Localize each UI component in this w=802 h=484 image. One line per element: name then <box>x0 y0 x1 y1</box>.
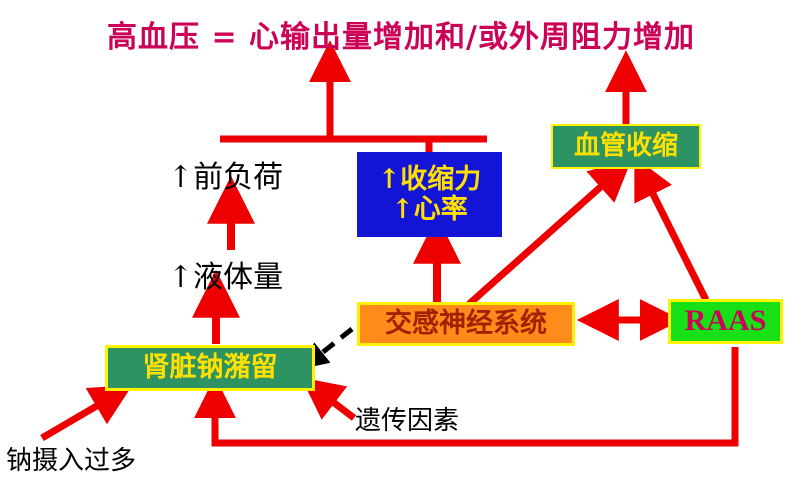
node-renal-sodium-retention: 肾脏钠潴留 <box>105 345 315 391</box>
node-sympathetic-nervous-system: 交感神经系统 <box>357 302 575 346</box>
connector-raas-feedback-to-kidney <box>194 347 739 447</box>
node-contractility-line1: ↑收缩力 <box>377 164 482 196</box>
connector-raas-to-vasoconstriction <box>634 156 710 302</box>
diagram-title: 高血压 = 心输出量增加和/或外周阻力增加 <box>107 20 695 55</box>
node-raas: RAAS <box>668 299 783 344</box>
node-genetic-factors: 遗传因素 <box>355 406 460 436</box>
node-preload: ↑前负荷 <box>168 160 284 195</box>
node-vasoconstriction: 血管收缩 <box>551 124 701 169</box>
node-contractility: ↑收缩力 ↑心率 <box>357 152 502 237</box>
node-sodium-intake: 钠摄入过多 <box>6 446 137 476</box>
node-fluid-volume: ↑液体量 <box>168 260 284 295</box>
connector-sympathetic-to-kidney-dashed <box>302 327 354 369</box>
connector-sodium-to-kidney <box>40 384 133 442</box>
connector-sympathetic-to-vasoconstriction <box>465 159 632 308</box>
connector-genetic-to-kidney <box>301 377 357 421</box>
node-contractility-line2: ↑心率 <box>391 193 468 225</box>
